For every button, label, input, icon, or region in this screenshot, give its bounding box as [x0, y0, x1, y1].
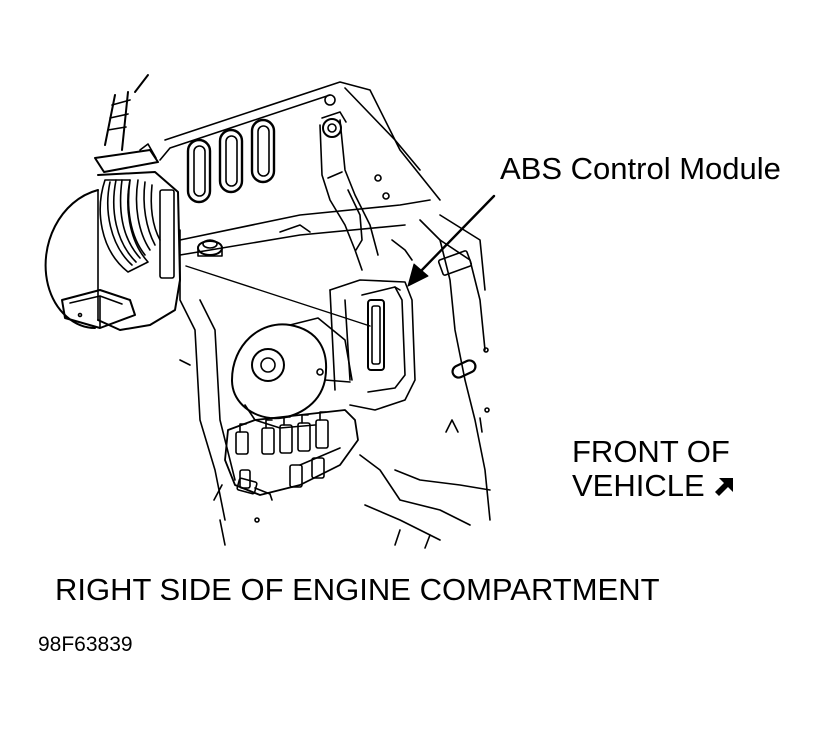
mounting-bolt — [197, 239, 223, 257]
engine-block — [159, 81, 491, 549]
vehicle-text: VEHICLE — [572, 468, 705, 503]
figure-caption: RIGHT SIDE OF ENGINE COMPARTMENT — [55, 572, 660, 607]
abs-control-module-label: ABS Control Module — [500, 151, 781, 186]
harness-connector — [44, 74, 181, 331]
arrow-up-right-icon — [714, 477, 733, 496]
abs-module-body — [329, 279, 416, 411]
figure-id: 98F63839 — [38, 633, 133, 656]
vehicle-line: VEHICLE — [572, 469, 735, 503]
hydraulic-unit — [224, 409, 359, 501]
mounting-bracket — [319, 111, 413, 271]
front-of-line: FRONT OF — [572, 434, 730, 469]
front-of-vehicle-label: FRONT OF VEHICLE — [572, 435, 735, 503]
assembly-line — [185, 265, 371, 327]
leader-arrow — [407, 194, 496, 287]
